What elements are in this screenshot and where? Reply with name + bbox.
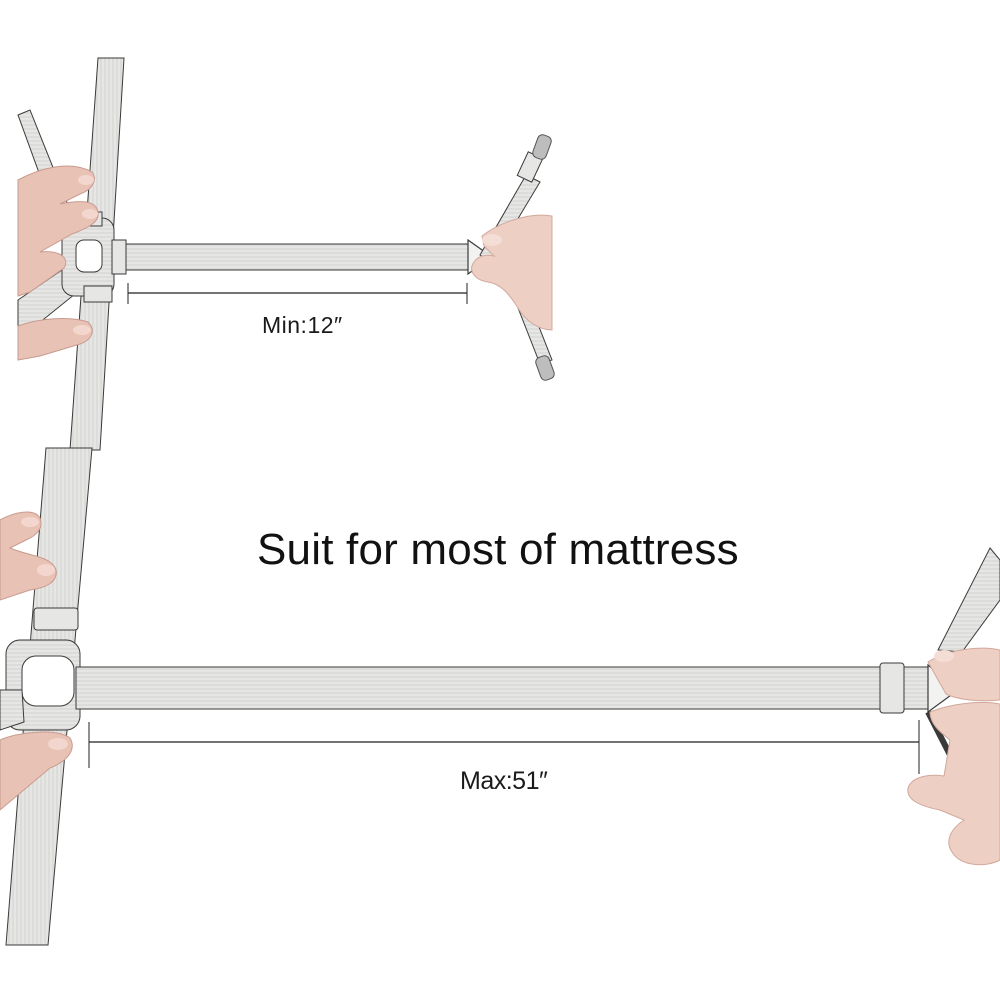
bottom-clip-strap (937, 547, 1000, 653)
clip-top (532, 134, 552, 160)
bottom-horizontal-strap (75, 662, 959, 714)
min-length-label: Min:12″ (262, 312, 343, 338)
top-horizontal-strap (111, 238, 494, 276)
bottom-ring-connector (0, 607, 81, 731)
left-hand-bottom (0, 511, 73, 811)
headline-text: Suit for most of mattress (257, 525, 739, 574)
clip-bottom (535, 355, 555, 381)
left-hand-top (17, 165, 99, 361)
max-length-label: Max:51″ (460, 767, 548, 795)
max-dimension-line (88, 720, 920, 774)
min-dimension-line (127, 283, 468, 304)
right-hand-top (471, 214, 553, 331)
